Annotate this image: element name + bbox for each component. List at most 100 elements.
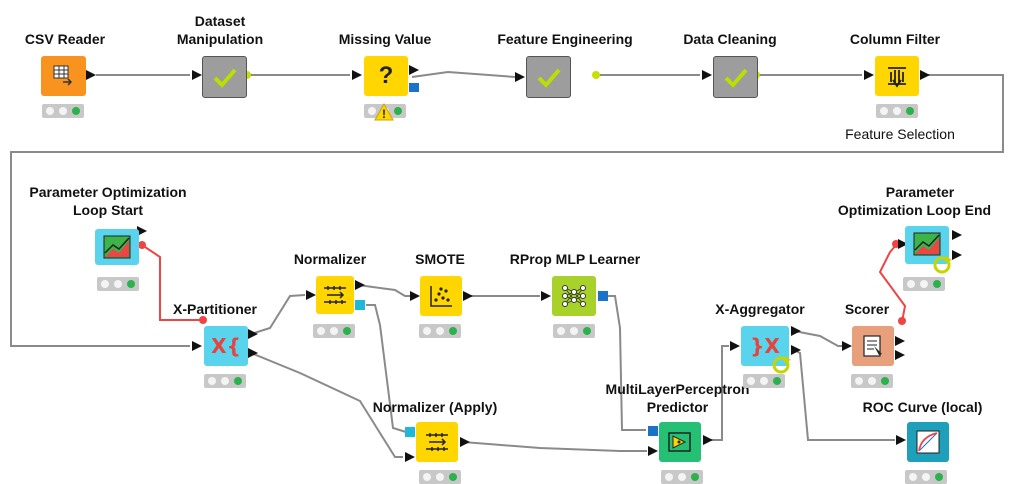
port-csv-out[interactable] <box>86 70 96 80</box>
node-x-partitioner[interactable]: X{ <box>204 326 248 366</box>
checkmark-icon <box>537 68 561 88</box>
node-status-x-aggregator <box>743 374 785 388</box>
node-status-roc-curve <box>905 470 947 484</box>
port-normalizer-out[interactable] <box>355 280 365 290</box>
port-scorer-out-1[interactable] <box>895 336 905 346</box>
node-status-smote <box>419 324 461 338</box>
node-label-mlp-predictor-line1: MultiLayerPerceptron <box>605 381 750 397</box>
table-reader-icon <box>53 65 73 86</box>
loop-start-chart-icon <box>103 235 131 259</box>
port-predictor-in[interactable] <box>648 446 658 456</box>
node-smote[interactable] <box>420 276 462 316</box>
port-feature-eng-out[interactable] <box>592 71 600 79</box>
node-normalizer[interactable] <box>316 276 354 314</box>
port-cleaning-in[interactable] <box>702 70 712 80</box>
port-dataset-in[interactable] <box>192 70 202 80</box>
model-port-apply-in[interactable] <box>405 427 415 437</box>
node-label-scorer: Scorer <box>844 301 890 317</box>
flow-variable-port-scorer[interactable] <box>898 317 906 325</box>
port-partitioner-out-1[interactable] <box>248 329 258 339</box>
node-label-data-cleaning: Data Cleaning <box>683 31 777 47</box>
port-partitioner-in[interactable] <box>192 341 202 351</box>
node-roc-curve[interactable] <box>907 422 949 462</box>
node-csv-reader[interactable] <box>41 56 86 96</box>
node-label-x-partitioner: X-Partitioner <box>172 301 257 317</box>
node-label-normalizer-apply: Normalizer (Apply) <box>372 399 498 415</box>
node-label-mlp-predictor-line2: Predictor <box>646 399 709 415</box>
flow-variable-port-partitioner[interactable] <box>199 316 207 324</box>
wire-missing-to-feature-eng <box>411 70 516 78</box>
node-label-param-opt-end-line2: Optimization Loop End <box>837 202 992 218</box>
node-label-param-opt-end-line1: Parameter <box>885 184 955 200</box>
port-column-filter-out[interactable] <box>920 70 930 80</box>
node-label-feature-engineering: Feature Engineering <box>497 31 633 47</box>
port-missing-in[interactable] <box>352 70 362 80</box>
port-smote-out[interactable] <box>463 291 473 301</box>
model-port-missing-out[interactable] <box>409 83 419 92</box>
port-loopstart-out[interactable] <box>137 226 147 236</box>
node-status-normalizer-apply <box>419 470 461 484</box>
port-aggregator-in[interactable] <box>730 341 740 351</box>
node-param-opt-loop-start[interactable] <box>95 229 139 265</box>
node-feature-engineering[interactable] <box>526 56 571 98</box>
node-status-csv-reader <box>42 104 84 118</box>
node-normalizer-apply[interactable] <box>416 422 458 462</box>
wire-x-aggregator-to-scorer <box>793 330 842 347</box>
normalizer-icon <box>324 286 346 304</box>
port-aggregator-out-2[interactable] <box>791 345 801 355</box>
wire-predictor-to-x-aggregator <box>706 345 729 441</box>
neural-network-icon <box>562 285 586 307</box>
port-column-filter-in[interactable] <box>864 70 874 80</box>
node-status-scorer <box>851 374 893 388</box>
port-apply-in[interactable] <box>405 452 415 462</box>
port-roc-in[interactable] <box>896 435 906 445</box>
model-port-normalizer-out[interactable] <box>355 300 365 310</box>
port-predictor-out[interactable] <box>703 435 713 445</box>
node-rprop-mlp-learner[interactable] <box>552 276 596 316</box>
node-label-normalizer: Normalizer <box>293 251 367 267</box>
x-partitioner-icon: X{ <box>211 334 241 358</box>
normalizer-apply-icon <box>426 433 448 451</box>
flow-variable-port-loopstart[interactable] <box>138 241 146 249</box>
port-smote-in[interactable] <box>410 291 420 301</box>
flow-variable-scorer-to-loopend <box>878 243 907 323</box>
node-label-roc-curve: ROC Curve (local) <box>862 399 983 415</box>
model-port-predictor-in[interactable] <box>648 426 658 436</box>
node-data-cleaning[interactable] <box>713 56 758 98</box>
node-annotation-column-filter: Feature Selection <box>845 126 955 142</box>
wire-column-filter-to-x-partitioner <box>10 74 1004 347</box>
model-port-rprop-out[interactable] <box>598 291 608 301</box>
port-partitioner-out-2[interactable] <box>248 348 258 358</box>
node-label-param-opt-start-line1: Parameter Optimization <box>29 184 187 200</box>
wire-normalizer-to-smote <box>357 284 410 297</box>
port-loopend-out-2[interactable] <box>952 250 962 260</box>
port-feature-eng-in[interactable] <box>515 72 525 82</box>
scatter-dots-icon <box>430 286 452 307</box>
port-missing-out[interactable] <box>409 65 419 75</box>
port-aggregator-out-1[interactable] <box>791 326 801 336</box>
node-label-smote: SMOTE <box>415 251 465 267</box>
question-mark-icon: ? <box>378 62 394 89</box>
node-column-filter[interactable] <box>875 56 919 96</box>
port-normalizer-in[interactable] <box>306 290 316 300</box>
port-rprop-in[interactable] <box>541 291 551 301</box>
node-label-csv-reader: CSV Reader <box>24 31 106 47</box>
node-missing-value[interactable]: ? <box>364 56 408 96</box>
port-apply-out[interactable] <box>460 437 470 447</box>
port-loopend-out[interactable] <box>952 230 962 240</box>
node-label-rprop-mlp: RProp MLP Learner <box>509 251 641 267</box>
wire-normalizer-model-to-apply <box>366 304 407 433</box>
node-label-param-opt-start-line2: Loop Start <box>73 202 143 218</box>
port-scorer-in[interactable] <box>842 341 852 351</box>
node-dataset-manipulation[interactable] <box>202 56 247 98</box>
loop-refresh-icon <box>772 356 791 374</box>
port-loopend-in[interactable] <box>898 239 908 249</box>
node-label-column-filter: Column Filter <box>849 31 941 47</box>
x-aggregator-icon: }X <box>750 334 780 358</box>
port-scorer-out-2[interactable] <box>895 350 905 360</box>
node-mlp-predictor[interactable] <box>659 422 701 462</box>
node-scorer[interactable] <box>852 326 894 366</box>
wire-x-partitioner-to-normalizer-apply <box>250 352 403 458</box>
predictor-icon <box>668 432 691 452</box>
